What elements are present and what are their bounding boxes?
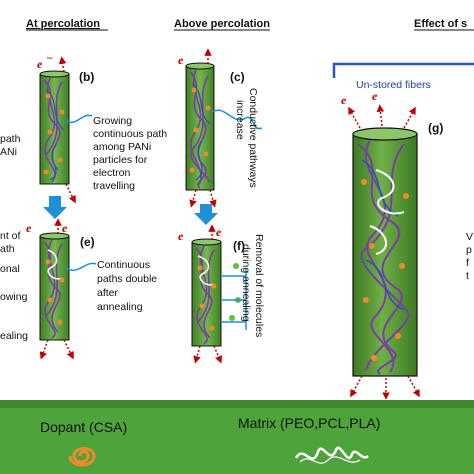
legend-band-top [0, 400, 474, 408]
unstored-bracket [332, 62, 474, 78]
annotation-b-line-1: Growing [93, 115, 132, 127]
electron-symbol: e [372, 89, 378, 103]
electron-arrow [189, 189, 197, 208]
down-arrow-middle [194, 204, 218, 225]
electron-arrow [403, 106, 416, 129]
fiber-e [39, 232, 70, 341]
electron-arrow [65, 183, 76, 204]
annotation-c-line-2: increase [234, 100, 246, 140]
right-fragment-3: f [466, 257, 469, 269]
fiber-c [185, 62, 215, 191]
dopant-swirl-icon [68, 447, 96, 467]
annotation-f-line-1: Removal of molecules [253, 234, 265, 337]
annotation-b-line-4: particles for [93, 154, 148, 166]
left-fragment-6: owing [0, 291, 28, 303]
legend-band [0, 400, 474, 474]
electron-symbol: e [178, 53, 184, 67]
left-fragment-5: onal [0, 263, 20, 275]
annotation-b-line-5: electron [93, 167, 131, 179]
fiber-g [352, 127, 418, 377]
electron-arrow [63, 339, 74, 360]
annotation-f: Removal of molecules during annealing [240, 234, 265, 337]
fiber-f [191, 238, 222, 347]
left-fragment-7: ealing [0, 330, 28, 342]
right-fragment-4: t [466, 270, 469, 282]
matrix-coil-icon [294, 446, 369, 464]
electron-symbol: e [62, 221, 68, 235]
electron-arrow [348, 106, 361, 129]
annotation-b-line-6: travelling [93, 180, 135, 192]
header-at-percolation: At percolation [26, 18, 100, 30]
left-fragment-2: ANi [0, 146, 17, 158]
legend-dopant-label: Dopant (CSA) [40, 419, 127, 435]
panel-label-c: (c) [230, 70, 245, 84]
panel-label-g: (g) [428, 121, 443, 135]
electron-arrow [58, 56, 67, 73]
electron-arrow [193, 345, 201, 364]
electron-arrow [213, 345, 222, 364]
fiber-b [39, 70, 70, 185]
electron-arrow [209, 189, 217, 208]
left-fragment-4: ath [0, 243, 15, 255]
annotation-pointer [65, 262, 97, 271]
electron-symbol: e [37, 57, 43, 71]
annotation-b-line-3: among PANi [93, 141, 151, 153]
header-effect: Effect of s [414, 18, 467, 30]
right-fragment-1: V [466, 231, 473, 243]
panel-label-e: (e) [80, 235, 95, 249]
electron-symbol: e [26, 221, 32, 235]
electron-charge: − [46, 51, 53, 65]
electron-symbol: e [216, 225, 222, 239]
left-fragment-1: path [0, 133, 21, 145]
header-above-percolation: Above percolation [174, 18, 270, 30]
electron-arrow [376, 104, 385, 127]
panel-label-f: (f) [233, 239, 245, 253]
legend-matrix-label: Matrix (PEO,PCL,PLA) [238, 415, 380, 431]
unstored-label: Un-stored fibers [356, 79, 431, 91]
electron-symbol: e [341, 93, 347, 107]
annotation-e-line-1: Continuous [97, 259, 150, 271]
electron-arrow [39, 339, 49, 360]
annotation-e-line-3: after [97, 287, 119, 299]
annotation-f-line-2: during annealing [240, 244, 252, 322]
annotation-pointer [65, 114, 93, 123]
annotation-e-line-2: paths double [97, 273, 157, 285]
annotation-b-line-2: continuous path [93, 128, 167, 140]
down-arrow-left [43, 196, 67, 219]
annotation-c-line-1: Conductive pathways [247, 88, 259, 188]
annotation-pointer [211, 109, 263, 130]
removed-molecule [229, 315, 235, 321]
left-fragment-3: nt of [0, 230, 21, 242]
electron-arrow [407, 375, 420, 398]
right-fragment-2: p [466, 244, 472, 256]
electron-symbol: e [178, 229, 184, 243]
annotation-c: Conductive pathways increase [234, 88, 259, 188]
panel-label-b: (b) [79, 70, 94, 84]
electron-arrow [350, 375, 363, 398]
annotation-e-line-4: annealing [97, 301, 143, 313]
removed-molecule [233, 263, 239, 269]
